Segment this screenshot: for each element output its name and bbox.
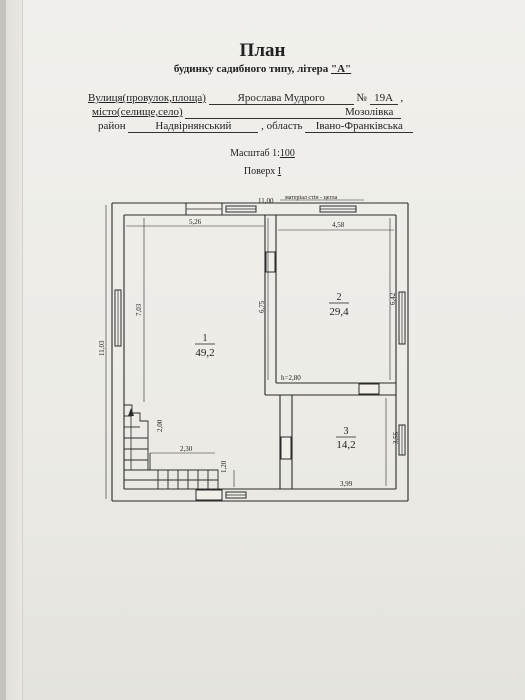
room-2-area: 29,4	[329, 306, 349, 318]
city-value: Мозолівка	[185, 106, 402, 119]
interior-wall-1-3	[279, 395, 293, 489]
street-label: Вулиця(провулок,площа)	[88, 92, 206, 104]
outer-wall-bottom	[112, 488, 408, 502]
scale: Масштаб 1:100	[0, 148, 525, 159]
number-value: 19А	[369, 92, 398, 105]
interior-wall-2-3	[265, 382, 396, 396]
dim-mid-wall: 6,75	[258, 300, 266, 313]
district-label: район	[98, 120, 126, 132]
district-line: район Надвірнянський , область Івано-Фра…	[98, 120, 414, 133]
subtitle-letter: "А"	[330, 63, 352, 75]
outer-wall-left	[111, 203, 125, 501]
room-1-area: 49,2	[195, 347, 214, 359]
entrance-door	[195, 489, 223, 501]
dim-left-outer: 11,03	[98, 340, 106, 356]
dim-bottom-small: 1,20	[220, 460, 228, 473]
scale-value: 100	[279, 148, 295, 159]
region-label: , область	[261, 120, 303, 132]
district-value: Надвірнянський	[128, 120, 259, 133]
door-1-3	[280, 436, 292, 460]
outer-wall-top	[112, 202, 408, 216]
page-subtitle: будинку садибного типу, літера "А"	[0, 63, 525, 75]
room-3-number: 3	[344, 426, 349, 437]
floor-label: Поверх	[243, 166, 276, 177]
dim-stair-horizontal: 2,30	[180, 445, 193, 453]
scale-label: Масштаб 1:	[230, 148, 280, 159]
dim-room3-right: 3,55	[392, 431, 400, 444]
dim-height: h=2,80	[281, 374, 301, 382]
comma: ,	[400, 92, 404, 104]
stair-arrow-icon	[128, 408, 134, 470]
outer-wall-right	[395, 203, 409, 501]
dim-right-room2: 6,42	[389, 292, 397, 305]
room-2-number: 2	[337, 292, 342, 303]
dim-room3-bottom: 3,99	[340, 480, 353, 488]
interior-wall-1-2	[264, 215, 277, 395]
staircase	[124, 404, 219, 489]
region-value: Івано-Франківська	[305, 120, 414, 133]
number-label: №	[356, 92, 367, 104]
binding-strip	[0, 0, 6, 700]
page-title: План	[239, 40, 286, 61]
floor-value: I	[277, 166, 282, 177]
floor: Поверх I	[0, 166, 525, 177]
door-2-3	[358, 383, 380, 395]
street-line: Вулиця(провулок,площа) Ярослава Мудрого …	[88, 92, 403, 105]
dim-left-inner: 7,03	[135, 303, 143, 316]
door-1-2	[265, 251, 276, 273]
dim-top-total: 11,00	[258, 197, 274, 205]
room-1-number: 1	[203, 333, 208, 344]
street-value: Ярослава Мудрого	[208, 92, 354, 105]
material-note: матеріал стін - цегла	[285, 195, 338, 201]
dim-top-room2: 4,58	[332, 221, 345, 229]
subtitle-text: будинку садибного типу, літера	[173, 63, 331, 75]
dim-stair-vertical: 2,00	[156, 419, 164, 432]
dim-top-room1: 5,26	[189, 218, 202, 226]
room-3-area: 14,2	[336, 439, 355, 451]
city-line: місто(селище,село) Мозолівка	[92, 106, 402, 119]
city-label: місто(селище,село)	[92, 106, 183, 118]
